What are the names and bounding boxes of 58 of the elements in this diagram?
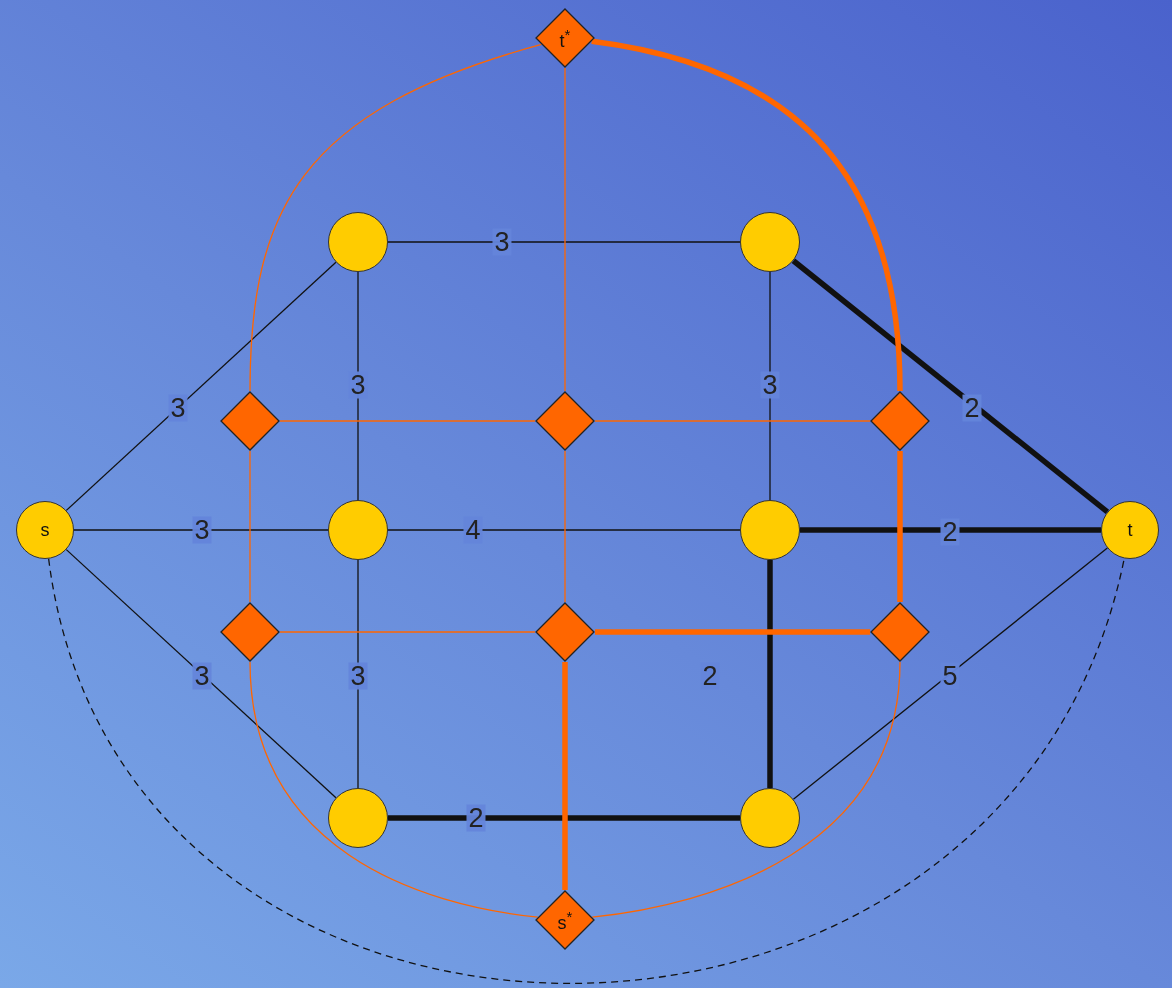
circle-node — [328, 212, 388, 272]
graph-edge — [357, 559, 359, 789]
diamond-node — [220, 391, 280, 451]
diamond-node — [535, 890, 595, 950]
graph-edge — [564, 450, 566, 603]
circle-node — [16, 501, 74, 559]
edge-weight-label: 3 — [348, 371, 368, 399]
graph-edge — [897, 451, 903, 602]
edge-weight-label: 3 — [348, 662, 368, 690]
edge-weight-label: 2 — [700, 662, 720, 690]
graph-edge — [769, 271, 771, 501]
edge-weight-label: 2 — [466, 804, 486, 832]
diamond-node — [535, 8, 595, 68]
circle-node — [740, 212, 800, 272]
graph-edge — [249, 43, 543, 392]
edge-weight-label: 3 — [168, 394, 188, 422]
circle-node — [740, 788, 800, 848]
graph-edge — [357, 271, 359, 501]
edge-weight-label: 2 — [962, 394, 982, 422]
graph-edge — [65, 261, 337, 511]
edge-weight-label: 2 — [940, 518, 960, 546]
circle-node — [328, 500, 388, 560]
graph-edge — [594, 420, 871, 422]
node-label: s — [40, 521, 50, 539]
edge-weight-label: 3 — [492, 228, 512, 256]
graph-edge — [591, 38, 903, 392]
graph-edge — [564, 67, 566, 392]
graph-edge — [595, 629, 870, 635]
graph-edge — [562, 662, 568, 890]
graph-edge — [792, 547, 1108, 800]
diamond-node — [220, 602, 280, 662]
diamond-node — [870, 602, 930, 662]
edge-weight-label: 3 — [192, 516, 212, 544]
graph-edge — [249, 661, 539, 918]
node-label: t — [1127, 521, 1133, 539]
circle-node — [328, 788, 388, 848]
graph-edge — [279, 631, 536, 633]
diamond-node — [870, 391, 930, 451]
node-label: s$^{*}$ — [557, 908, 573, 932]
graph-edge — [48, 557, 1125, 985]
circle-node — [740, 500, 800, 560]
graph-edge — [73, 529, 329, 531]
edge-weight-label: 3 — [760, 371, 780, 399]
diamond-node — [535, 602, 595, 662]
graph-edge — [387, 241, 741, 243]
graph-edge — [791, 258, 1110, 515]
edge-weight-label: 3 — [192, 662, 212, 690]
graph-edge — [387, 529, 741, 531]
graph-edge — [279, 420, 536, 422]
graph-edge — [591, 661, 901, 918]
node-label: t$^{*}$ — [559, 26, 571, 50]
edge-weight-label: 4 — [463, 516, 483, 544]
graph-edge — [65, 549, 337, 799]
diamond-node — [535, 391, 595, 451]
graph-edge — [767, 560, 773, 788]
graph-edge — [249, 450, 251, 603]
graph-edge — [800, 527, 1101, 533]
graph-edge — [388, 815, 740, 821]
